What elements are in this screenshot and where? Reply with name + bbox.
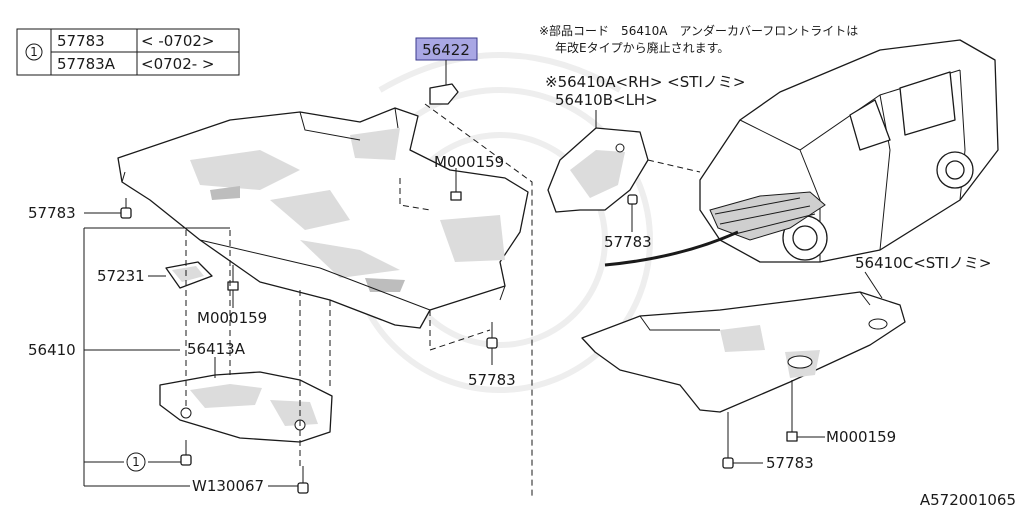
part-number-w130067: W130067 [192, 477, 264, 495]
clip-57783-icon [627, 194, 638, 205]
leader-lines [83, 168, 493, 487]
callout-circle-icon [25, 43, 43, 61]
part-number-57783: 57783 [604, 233, 652, 251]
leader-line [864, 271, 883, 299]
bolt-m000159-icon [786, 380, 798, 442]
part-number-56422: 56422 [422, 41, 470, 59]
clip-57783-icon [722, 412, 734, 469]
table-part-number: 57783 [57, 32, 105, 50]
under-cover-56410-drawing [117, 107, 529, 329]
sub-cover-56413A-drawing [159, 371, 333, 443]
part-number-57231: 57231 [97, 267, 145, 285]
table-callout-number: 1 [30, 45, 38, 59]
part-number-56410A: ※56410A<RH> <STIノミ> [545, 73, 745, 91]
bolt-m000159-icon [227, 265, 239, 291]
clip-w130067-icon [297, 466, 309, 494]
table-part-number: 57783A [57, 55, 116, 73]
bracket-56422-drawing [429, 83, 459, 105]
part-number-57783: 57783 [766, 454, 814, 472]
clip-57783-icon [180, 440, 192, 466]
part-number-56410: 56410 [28, 341, 76, 359]
vehicle-drawing [699, 39, 999, 263]
clip-57783-icon [486, 322, 498, 349]
clip-57783-icon [120, 198, 132, 219]
part-number-m000159: M000159 [197, 309, 267, 327]
note-line-1: ※部品コード 56410A アンダーカバーフロントライトは [539, 23, 858, 38]
table-date-range: < -0702> [141, 32, 215, 50]
table-date-range: <0702- > [141, 55, 215, 73]
bolt-m000159-icon [450, 175, 462, 201]
part-number-56413A: 56413A [187, 340, 246, 358]
note-line-2: 年改Eタイプから廃止されます。 [555, 40, 729, 55]
callout-circle-icon [126, 452, 146, 472]
bracket-56410A-drawing [547, 127, 649, 213]
part-number-56410B: 56410B<LH> [555, 91, 658, 109]
assembly-guide-lines [185, 103, 533, 498]
reference-table: 1 57783 < -0702> 57783A <0702- > [16, 28, 240, 76]
part-number-57783: 57783 [468, 371, 516, 389]
callout-number: 1 [132, 455, 140, 469]
pointer-arrow [604, 230, 739, 267]
part-number-m000159: M000159 [826, 428, 896, 446]
diagram-code: A572001065 [920, 491, 1016, 509]
part-number-m000159: M000159 [434, 153, 504, 171]
under-cover-56410C-drawing [581, 291, 906, 413]
assembly-guide-lines [647, 159, 701, 173]
highlighted-part-label[interactable]: 56422 [415, 37, 478, 61]
part-number-56410C: 56410C<STIノミ> [855, 254, 991, 272]
part-number-57783: 57783 [28, 204, 76, 222]
pad-57231-drawing [165, 261, 213, 289]
